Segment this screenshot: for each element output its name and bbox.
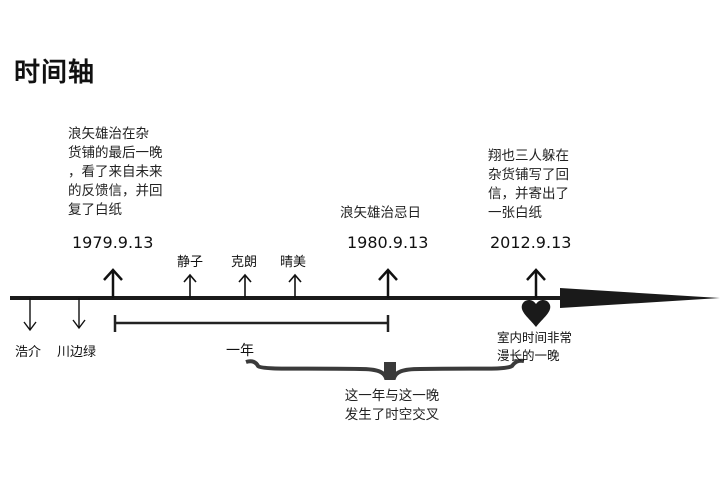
down-arrow-icon-kosuke xyxy=(23,298,37,332)
note-line: 浪矢雄治在杂 xyxy=(68,126,149,142)
up-arrow-icon-shizuko xyxy=(183,273,197,298)
note-line: 翔也三人躲在 xyxy=(488,148,569,164)
up-arrow-icon-harumi xyxy=(288,273,302,298)
note-line: 的反馈信，并回 xyxy=(68,183,163,199)
one-year-label: 一年 xyxy=(226,343,254,359)
curly-brace xyxy=(245,358,525,380)
note-line: 信，并寄出了 xyxy=(488,186,569,202)
note-line: 复了白纸 xyxy=(68,202,122,218)
note-line: 货铺的最后一晚 xyxy=(68,145,163,161)
event-1980-note: 浪矢雄治忌日 xyxy=(340,204,421,223)
note-line: 发生了时空交叉 xyxy=(344,407,440,423)
one-year-bracket xyxy=(113,315,390,332)
note-line: 漫长的一晚 xyxy=(497,348,560,363)
up-arrow-icon-1979 xyxy=(103,268,123,298)
character-harumi: 晴美 xyxy=(280,255,307,270)
heart-icon xyxy=(521,299,551,327)
note-line: 一张白纸 xyxy=(488,205,542,221)
note-line: 杂货铺写了回 xyxy=(488,167,569,183)
heart-note: 室内时间非常 漫长的一晚 xyxy=(497,329,572,365)
character-shizuko: 静子 xyxy=(177,255,204,270)
character-kelang: 克朗 xyxy=(231,255,258,270)
note-line: 室内时间非常 xyxy=(497,330,573,345)
down-arrow-icon-kawabe xyxy=(72,298,86,330)
up-arrow-icon-kelang xyxy=(238,273,252,298)
note-line: ，看了来自未来 xyxy=(68,164,163,180)
note-line: 这一年与这一晚 xyxy=(344,388,440,404)
event-1979-date: 1979.9.13 xyxy=(72,233,154,252)
timeline-arrowhead-icon xyxy=(560,288,720,308)
brace-note: 这一年与这一晚 发生了时空交叉 xyxy=(322,387,462,425)
event-2012-note: 翔也三人躲在 杂货铺写了回 信，并寄出了 一张白纸 xyxy=(488,147,598,223)
diagram-title: 时间轴 xyxy=(14,58,96,88)
event-2012-date: 2012.9.13 xyxy=(490,233,572,252)
note-line: 浪矢雄治忌日 xyxy=(340,205,421,221)
up-arrow-icon-2012 xyxy=(526,268,546,298)
character-kosuke: 浩介 xyxy=(15,345,42,360)
event-1979-note: 浪矢雄治在杂 货铺的最后一晚 ，看了来自未来 的反馈信，并回 复了白纸 xyxy=(68,125,198,220)
up-arrow-icon-1980 xyxy=(378,268,398,298)
character-kawabe: 川边绿 xyxy=(57,345,97,360)
event-1980-date: 1980.9.13 xyxy=(347,233,429,252)
